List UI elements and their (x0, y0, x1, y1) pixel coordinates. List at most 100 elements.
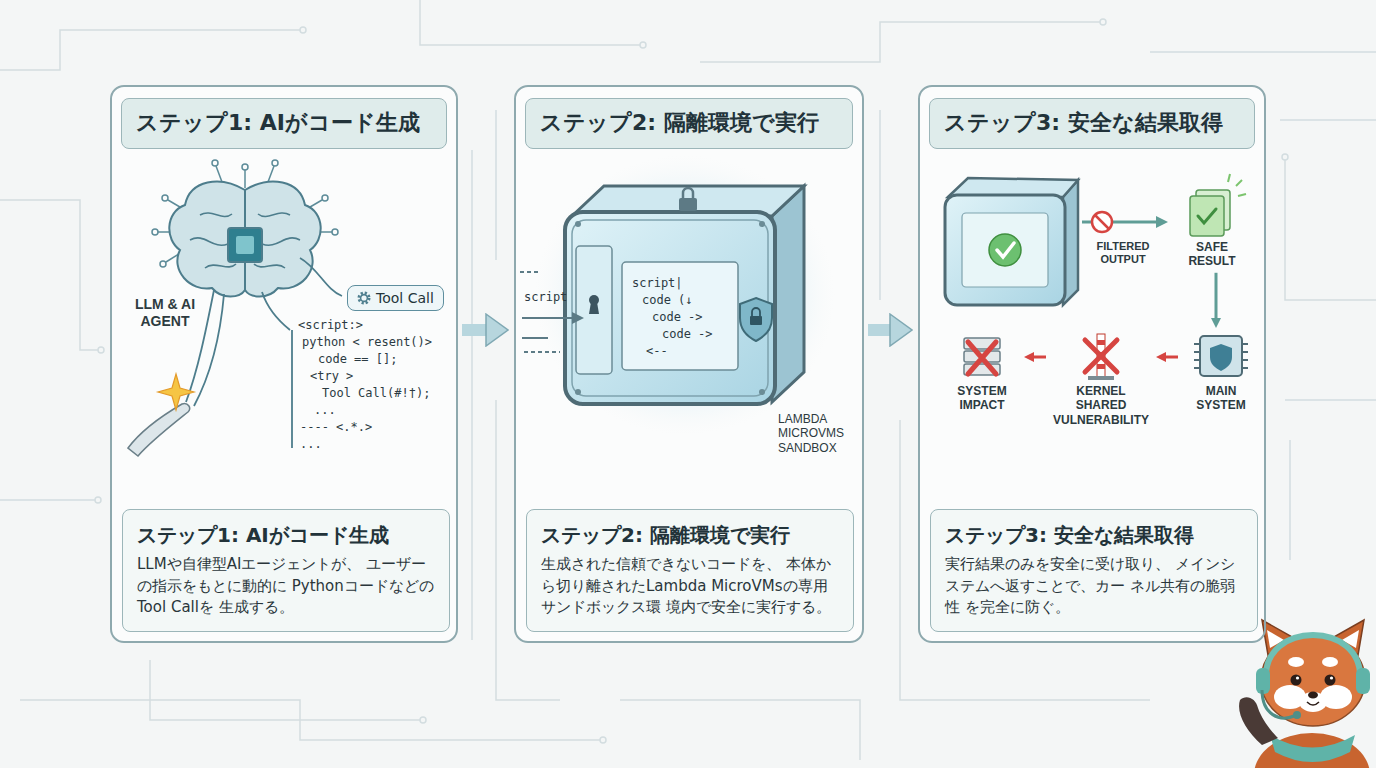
circuit-trace (420, 0, 640, 45)
circuit-trace (1289, 440, 1291, 560)
red-panda-mascot (1270, 735, 1355, 762)
circuit-dots (322, 195, 328, 201)
circuit-trace (0, 200, 98, 350)
red-panda-mascot (1288, 657, 1304, 667)
sandbox-cube (683, 188, 693, 198)
block-arrow (1034, 356, 1046, 359)
step-description: 実行結果のみを安全に受け取り、 メインシステムへ返すことで、カー ネル共有の脆弱… (945, 554, 1243, 619)
safe-result-icon (1198, 209, 1216, 223)
code-flow-arrow (520, 271, 540, 273)
description-box: ステップ2: 隔離環境で実行生成された信頼できないコードを、 本体から切り離され… (526, 509, 854, 632)
tool-call-text: Tool Call (376, 289, 434, 307)
code-line: <-- (646, 344, 668, 358)
circuit-trace (879, 110, 881, 300)
panel-ground (110, 85, 458, 643)
red-panda-mascot (1291, 675, 1302, 686)
circuit-trace (640, 42, 646, 48)
brain-icon (190, 238, 228, 245)
sandbox-cube-small (945, 178, 1078, 305)
kernel-barrier-icon (1097, 340, 1105, 345)
step-description: LLMや自律型AIエージェントが、 ユーザーの指示をもとに動的に Pythonコ… (137, 554, 435, 619)
red-panda-mascot (1266, 635, 1360, 680)
panel-ground (918, 85, 1266, 643)
icon-caption: KERNEL SHARED VULNERABILITY (1050, 384, 1152, 427)
circuit-dots (216, 166, 222, 182)
circuit-dots (152, 229, 158, 235)
kernel-barrier-icon (1097, 364, 1105, 369)
sandbox-cube (759, 389, 765, 395)
icon-caption: SYSTEM IMPACT (944, 384, 1020, 413)
filter-arrow (1092, 212, 1112, 232)
sandbox-label: LAMBDA MICROVMS SANDBOX (778, 412, 858, 455)
code-line: <try > (310, 369, 353, 383)
hand-icon (158, 374, 194, 410)
main-system-chip (1194, 336, 1248, 376)
icon-caption: MAIN SYSTEM (1182, 384, 1260, 413)
circuit-trace (471, 150, 473, 640)
circuit-trace (1280, 119, 1376, 121)
red-panda-mascot (1261, 634, 1365, 726)
hand-icon (128, 404, 190, 456)
brain-icon (190, 213, 300, 268)
brain-icon (254, 264, 285, 268)
code-flow-arrow (520, 272, 584, 352)
red-panda-mascot (1356, 668, 1370, 694)
red-panda-mascot (1325, 675, 1336, 686)
step-description: 生成された信頼できないコードを、 本体から切り離されたLambda MicroV… (541, 554, 839, 619)
description-box: ステップ1: AIがコード生成LLMや自律型AIエージェントが、 ユーザーの指示… (122, 509, 450, 632)
panel-ground (110, 85, 1266, 643)
red-panda-mascot (1293, 711, 1301, 719)
gear-icon (361, 295, 368, 302)
description-box: ステップ3: 安全な結果取得実行結果のみを安全に受け取り、 メインシステムへ返す… (930, 509, 1258, 632)
circuit-trace (1150, 51, 1376, 53)
circuit-trace (620, 700, 860, 760)
sandbox-cube (572, 220, 768, 396)
step-heading: ステップ2: 隔離環境で実行 (525, 98, 853, 149)
circuit-trace (98, 347, 104, 353)
big-arrow (462, 324, 486, 336)
sandbox-cube (752, 308, 760, 316)
gear-icon (359, 293, 369, 303)
circuit-trace (1285, 399, 1376, 401)
kernel-barrier-icon (1085, 340, 1117, 372)
filter-arrow (1082, 212, 1168, 232)
circuit-dots (212, 160, 218, 166)
code-flow-arrow (572, 312, 584, 324)
sandbox-cube (576, 246, 612, 374)
red-panda-mascot (1307, 702, 1319, 705)
circuit-trace (0, 30, 300, 70)
safe-result-icon (1238, 194, 1246, 196)
circuit-trace (95, 497, 101, 503)
code-line: <script:> (298, 318, 363, 332)
circuit-trace (1100, 19, 1106, 25)
circuit-wire (300, 258, 342, 296)
circuit-wire (291, 330, 293, 448)
panel-ground (514, 85, 864, 643)
brain-icon (236, 236, 254, 254)
circuit-dots (242, 164, 248, 170)
main-system-node: MAIN SYSTEM (1182, 332, 1260, 413)
filter-arrow (1156, 216, 1168, 228)
main-system-chip (1210, 344, 1232, 371)
tool-call-bubble: Tool Call (347, 285, 444, 311)
safe-result-icon (1236, 180, 1242, 186)
kernel-barrier-icon (1088, 376, 1114, 380)
safe-result-icon (1190, 174, 1246, 236)
brain-icon (258, 213, 290, 217)
code-line: code -> (652, 310, 703, 324)
circuit-trace (1282, 154, 1288, 160)
icon-caption: SAFE RESULT (1174, 240, 1250, 269)
sandbox-cube (575, 389, 581, 395)
sandbox-cube (535, 155, 835, 435)
sandbox-cube (759, 221, 765, 227)
code-flow-arrow (524, 351, 560, 353)
server-stack-icon (964, 338, 1000, 375)
red-panda-mascot (1330, 676, 1333, 679)
sandbox-cube (622, 262, 738, 370)
step-heading: ステップ1: AIがコード生成 (121, 98, 447, 149)
sandbox-cube (750, 316, 762, 325)
code-line: ... (300, 437, 322, 451)
circuit-trace (150, 660, 420, 720)
red-panda-mascot (1322, 657, 1338, 667)
